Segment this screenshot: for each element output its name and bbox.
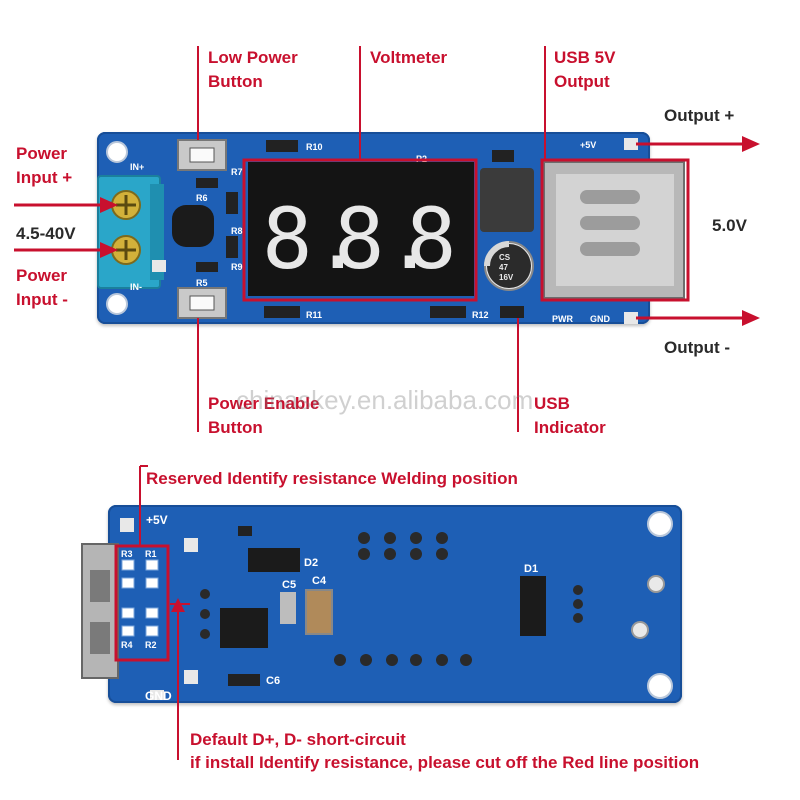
label-voltmeter: Voltmeter — [370, 48, 448, 67]
bsilk-c4: C4 — [312, 575, 327, 587]
display-digit-2: 8. — [334, 190, 435, 288]
silk-r7: R7 — [231, 167, 243, 177]
seven-segment-display — [248, 162, 474, 296]
silk-gnd: GND — [590, 314, 611, 324]
reserved-resistance-highlight — [114, 544, 170, 662]
cap-text-1: CS — [499, 253, 511, 262]
label-usb-output-line1: USB 5V — [554, 48, 616, 67]
silk-r11: R11 — [306, 310, 322, 320]
label-output-minus: Output - — [664, 338, 731, 357]
inductor — [480, 168, 534, 232]
label-input-range: 4.5-40V — [16, 224, 76, 243]
label-power-enable-line1: Power Enable — [208, 394, 320, 413]
bsilk-r4: R4 — [121, 640, 133, 650]
control-ic — [220, 608, 268, 648]
label-default-short-line1: Default D+, D- short-circuit — [190, 730, 406, 749]
silk-r8: R8 — [231, 226, 243, 236]
regulator-ic — [172, 205, 214, 247]
label-reserved-resistance: Reserved Identify resistance Welding pos… — [146, 469, 518, 488]
bsilk-r1: R1 — [145, 549, 157, 559]
bsilk-c5: C5 — [282, 579, 296, 591]
bsilk-c6: C6 — [266, 675, 280, 687]
label-power-input-minus-line2: Input - — [16, 290, 68, 309]
label-power-enable-line2: Button — [208, 418, 263, 437]
bsilk-gnd: GND — [145, 689, 172, 703]
silk-r10: R10 — [306, 142, 323, 152]
label-output-plus: Output + — [664, 106, 735, 125]
power-enable-button — [177, 287, 227, 319]
usb-highlight — [540, 158, 690, 302]
d2-diode — [248, 548, 300, 572]
label-output-voltage: 5.0V — [712, 216, 747, 235]
label-low-power-line2: Button — [208, 72, 263, 91]
mount-hole — [106, 293, 128, 315]
label-usb-indicator-line2: Indicator — [534, 418, 606, 437]
bsilk-r3: R3 — [121, 549, 133, 559]
mount-hole — [106, 141, 128, 163]
silk-r9: R9 — [231, 262, 243, 272]
label-power-input-minus-line1: Power — [16, 266, 68, 285]
display-digit-3: 8 — [406, 190, 457, 288]
c4-capacitor — [305, 589, 333, 635]
bsilk-r2: R2 — [145, 640, 157, 650]
watermark: chinaskey.en.alibaba.com — [236, 385, 534, 415]
silk-r6: R6 — [196, 193, 208, 203]
display-digit-1: 8. — [262, 190, 363, 288]
silk-pwr: PWR — [552, 314, 573, 324]
cap-text-2: 47 — [499, 263, 508, 272]
bsilk-d2: D2 — [304, 557, 318, 569]
cap-text-3: 16V — [499, 273, 514, 282]
label-power-input-plus-line2: Input + — [16, 168, 73, 187]
silk-in-minus: IN- — [130, 282, 142, 292]
bsilk-plus5v: +5V — [146, 513, 168, 527]
d1-diode — [520, 576, 546, 636]
label-low-power-line1: Low Power — [208, 48, 298, 67]
label-usb-output-line2: Output — [554, 72, 610, 91]
silk-in-plus: IN+ — [130, 162, 144, 172]
silk-plus5v: +5V — [580, 140, 596, 150]
silk-r5: R5 — [196, 278, 208, 288]
bsilk-d1: D1 — [524, 563, 538, 575]
label-default-short-line2: if install Identify resistance, please c… — [190, 753, 700, 772]
label-usb-indicator-line1: USB — [534, 394, 570, 413]
usb-stub — [81, 543, 119, 679]
silk-r12: R12 — [472, 310, 489, 320]
label-power-input-plus-line1: Power — [16, 144, 68, 163]
